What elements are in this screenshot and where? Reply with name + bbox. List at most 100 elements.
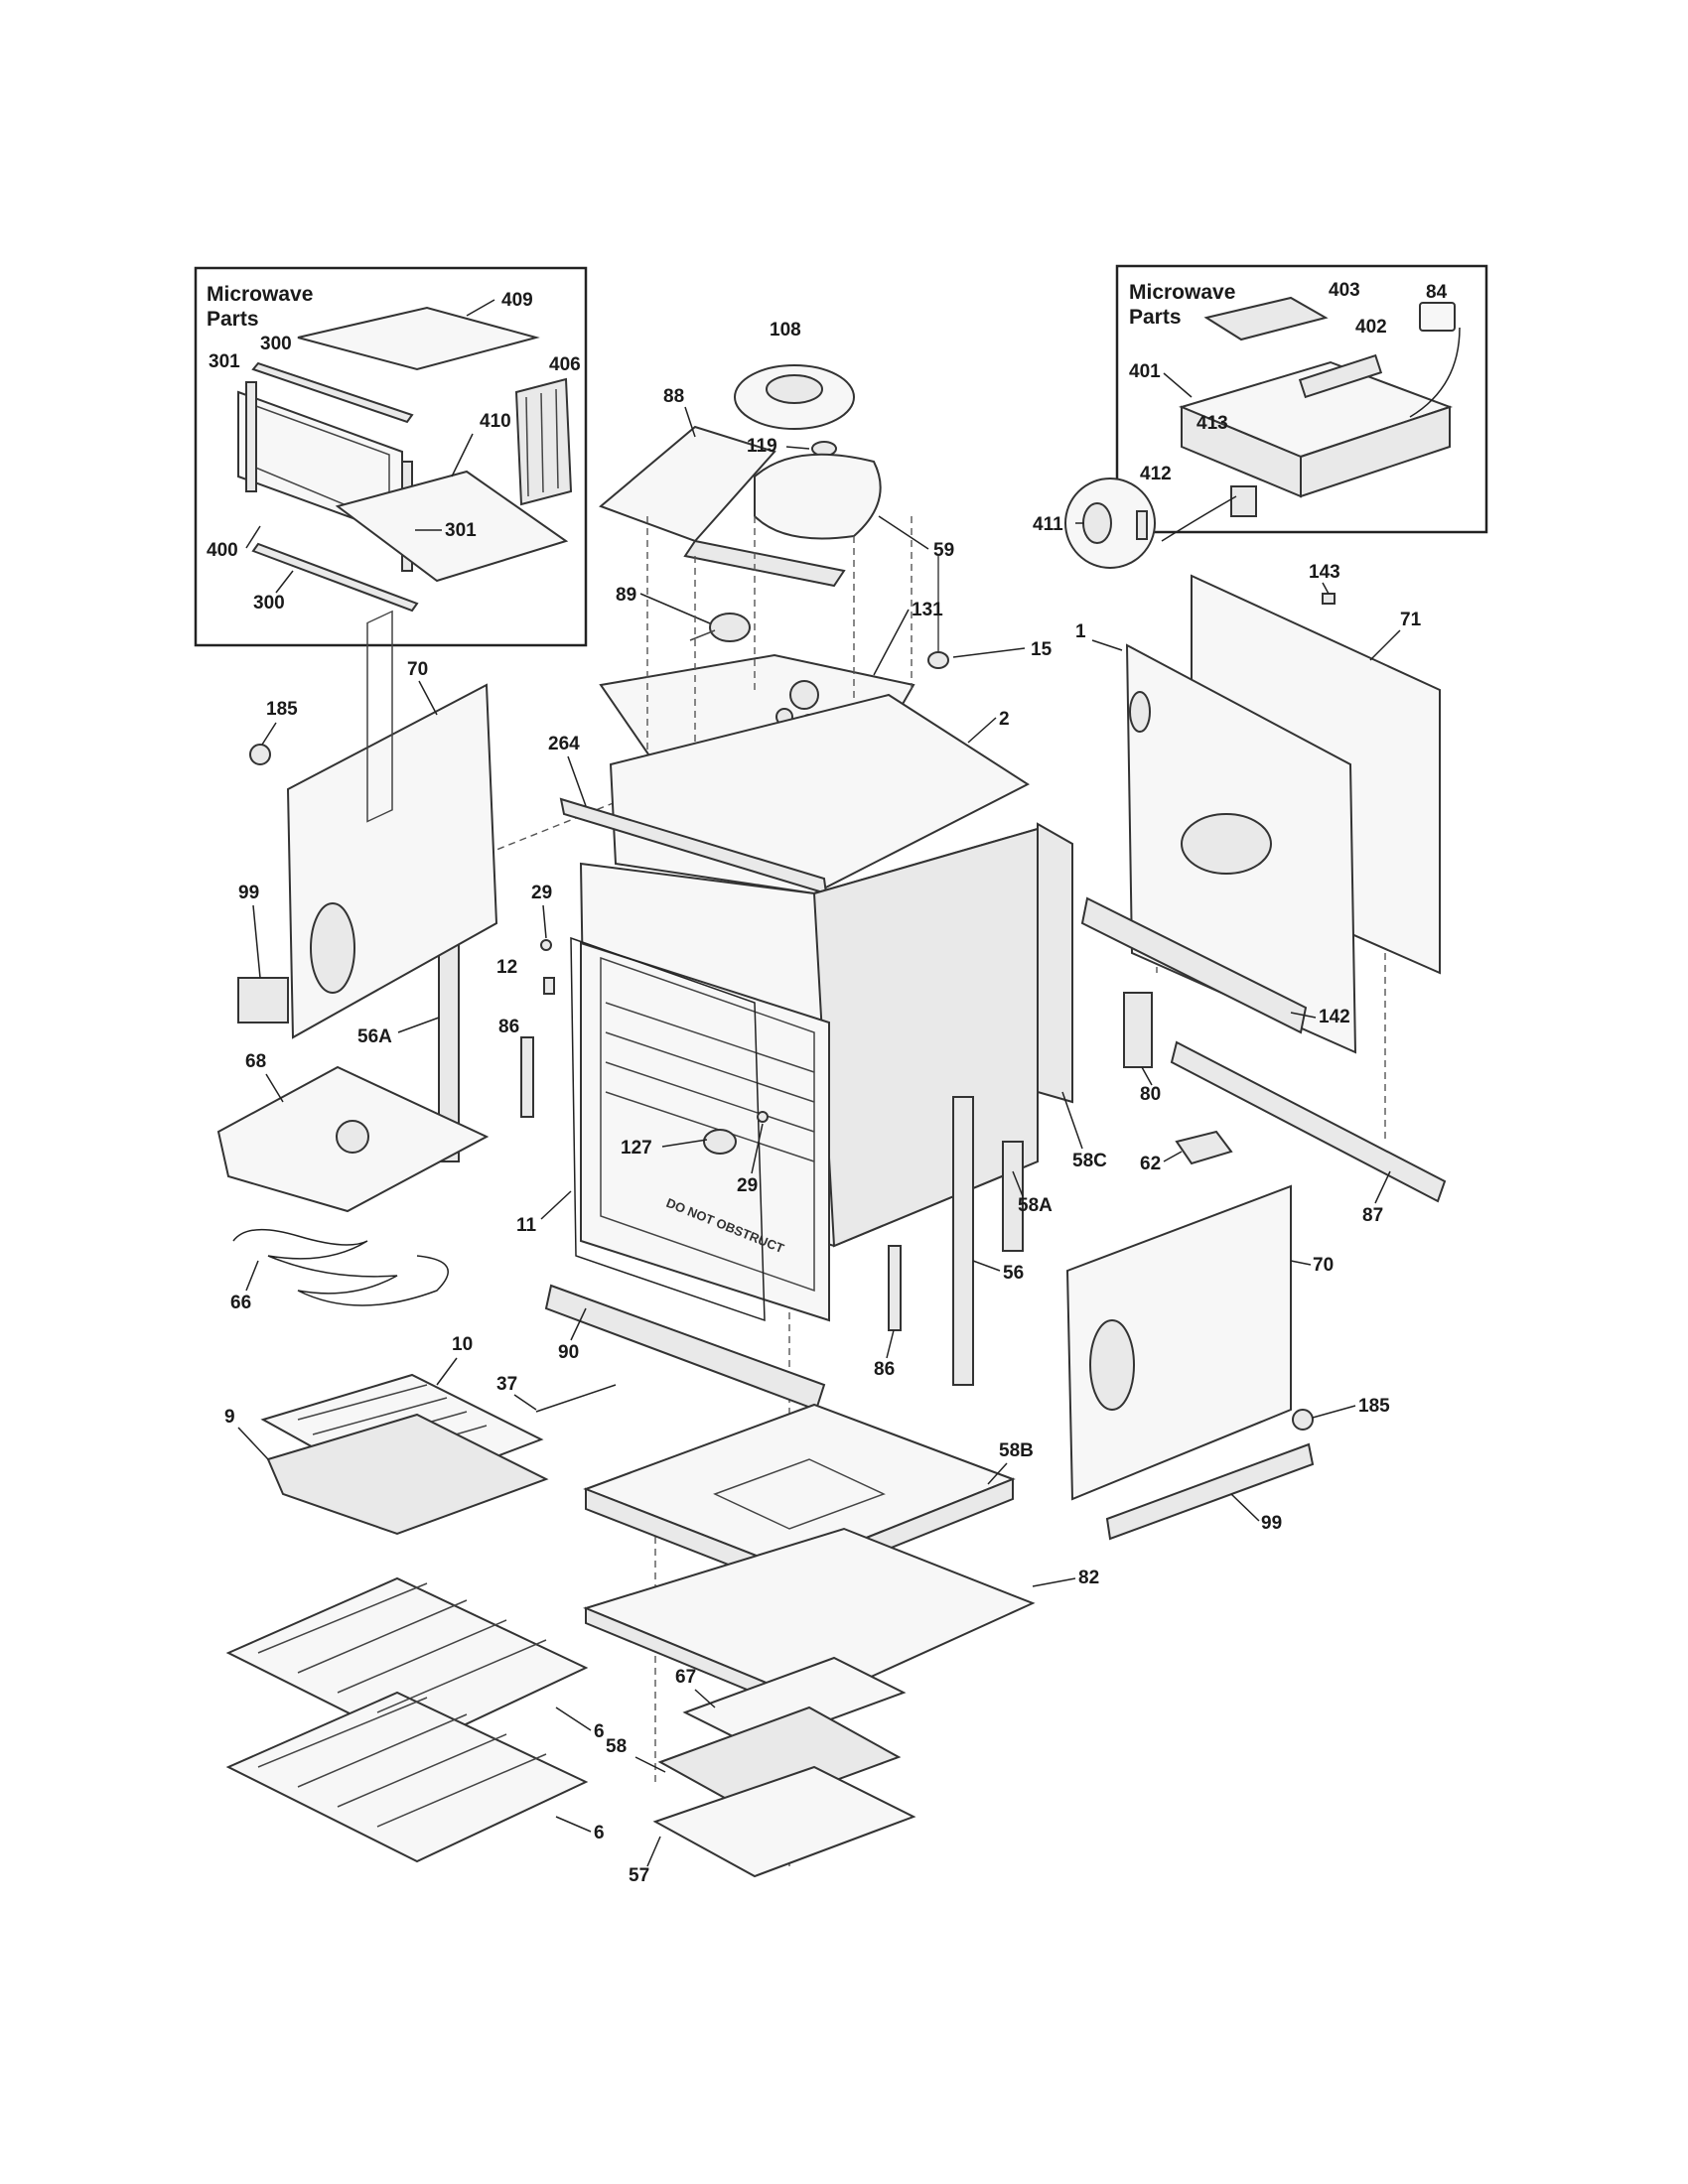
grommet-185-left xyxy=(249,744,271,765)
baffle-hole xyxy=(789,680,819,710)
leader-37 xyxy=(513,1394,537,1411)
label-29-top: 29 xyxy=(531,883,552,903)
terminal-block-62 xyxy=(1175,1130,1233,1165)
label-89: 89 xyxy=(616,585,636,606)
label-413: 413 xyxy=(1196,413,1228,434)
label-90: 90 xyxy=(558,1342,579,1363)
fan-motor-wire xyxy=(689,629,716,641)
label-70-right: 70 xyxy=(1313,1255,1334,1276)
blower-housing-59 xyxy=(754,453,882,540)
leader-70 xyxy=(418,680,438,716)
label-119: 119 xyxy=(747,436,777,457)
left-microwave-inset: Microwave Parts 409 300 301 406 410 400 … xyxy=(194,266,588,647)
oven-sensor-15 xyxy=(927,651,949,669)
leader-57 xyxy=(646,1836,661,1867)
blower-assembly: 108 88 119 59 89 131 15 xyxy=(599,320,1053,766)
label-15: 15 xyxy=(1031,639,1053,660)
oven-door-gasket-11 xyxy=(570,936,766,1322)
label-37: 37 xyxy=(496,1374,517,1395)
leader-99 xyxy=(252,904,261,979)
label-57: 57 xyxy=(629,1865,649,1886)
label-56A: 56A xyxy=(357,1026,392,1047)
right-inset-frame xyxy=(1115,264,1488,534)
screw-29 xyxy=(540,939,552,951)
rack-wire xyxy=(257,1697,428,1768)
rear-panel-port xyxy=(1129,691,1151,733)
leader-90 xyxy=(570,1307,587,1341)
microwave-gasket-top xyxy=(251,361,414,424)
microwave-fuse-412 xyxy=(1136,510,1148,540)
leader-88 xyxy=(684,406,696,438)
label-131: 131 xyxy=(912,600,943,620)
label-88: 88 xyxy=(663,386,684,407)
label-58B: 58B xyxy=(999,1440,1034,1461)
leader-68 xyxy=(265,1073,284,1103)
label-58C: 58C xyxy=(1072,1151,1107,1171)
leader-410 xyxy=(451,433,474,478)
label-402: 402 xyxy=(1355,317,1387,338)
right-panel-cutout xyxy=(1089,1319,1135,1411)
leader-400 xyxy=(245,525,261,549)
leader-11 xyxy=(540,1190,572,1220)
leader-58 xyxy=(634,1756,666,1773)
oven-front-frame xyxy=(580,941,830,1322)
leader-70 xyxy=(1290,1260,1312,1266)
label-29-inner: 29 xyxy=(737,1175,758,1196)
meat-probe-37 xyxy=(535,1384,617,1413)
oven-cavity: DO NOT OBSTRUCT 2 264 29 12 56A 86 127 2… xyxy=(357,693,1107,1412)
rack-wire xyxy=(257,1582,428,1654)
side-trim-58C xyxy=(1037,822,1073,1104)
label-143: 143 xyxy=(1309,562,1340,583)
leader-66 xyxy=(245,1260,259,1292)
rack-rail xyxy=(605,1002,815,1073)
left-lower-parts: 68 66 10 37 9 6 6 xyxy=(216,1051,617,1863)
alignment-line xyxy=(486,793,636,855)
bottom-center-parts: 58B 82 67 58 57 xyxy=(583,1403,1099,1886)
rack-rail xyxy=(605,1061,815,1133)
side-panel-rib xyxy=(366,610,393,823)
right-inset-title-line1: Microwave xyxy=(1129,281,1235,304)
duct-bracket xyxy=(683,539,846,588)
leader-99 xyxy=(1230,1493,1260,1522)
left-inset-title-line2: Parts xyxy=(207,308,259,331)
left-inset-title: Microwave Parts xyxy=(207,283,319,331)
microwave-side-strip-left xyxy=(245,381,257,492)
label-70-left: 70 xyxy=(407,659,428,680)
leader-15 xyxy=(952,647,1026,658)
bottom-trim-58B-opening xyxy=(713,1458,886,1530)
rack-wire xyxy=(297,1599,468,1674)
side-bracket-99-left xyxy=(237,977,289,1024)
right-inset-title: Microwave Parts xyxy=(1129,281,1241,329)
microwave-pointer-arrow xyxy=(1161,495,1237,542)
label-1: 1 xyxy=(1075,621,1086,642)
right-microwave-inset: Microwave Parts 403 84 402 401 413 412 4… xyxy=(1033,264,1488,569)
label-62: 62 xyxy=(1140,1154,1161,1174)
label-127: 127 xyxy=(621,1138,652,1159)
label-301-left: 301 xyxy=(209,351,240,372)
rack-wire xyxy=(376,1639,547,1713)
microwave-bracket-402 xyxy=(1298,353,1383,399)
label-6-top: 6 xyxy=(594,1721,605,1742)
microwave-tray xyxy=(335,470,569,583)
label-56: 56 xyxy=(1003,1263,1024,1284)
rear-trim-142 xyxy=(1080,896,1308,1034)
leader-62 xyxy=(1163,1151,1183,1162)
left-inset-title-line1: Microwave xyxy=(207,283,313,306)
leader-56A xyxy=(397,1017,440,1033)
door-hinge-86-left xyxy=(520,1036,534,1118)
rack-wire xyxy=(297,1713,468,1788)
leader-71 xyxy=(1369,629,1401,661)
oven-light-12 xyxy=(543,977,555,995)
rack-rail xyxy=(605,1031,815,1103)
rear-panel-group: 143 71 1 142 xyxy=(1075,562,1441,1054)
right-inset-title-line2: Parts xyxy=(1129,306,1182,329)
label-68: 68 xyxy=(245,1051,266,1072)
right-side-components: 80 62 87 xyxy=(1123,992,1447,1226)
label-99-right: 99 xyxy=(1261,1513,1282,1534)
microwave-sensor-411 xyxy=(1082,502,1112,544)
convection-fan-127 xyxy=(703,1129,737,1155)
leader-131 xyxy=(873,609,910,676)
label-86-right: 86 xyxy=(874,1359,895,1380)
rack-wire xyxy=(337,1619,507,1694)
label-58: 58 xyxy=(606,1736,627,1757)
